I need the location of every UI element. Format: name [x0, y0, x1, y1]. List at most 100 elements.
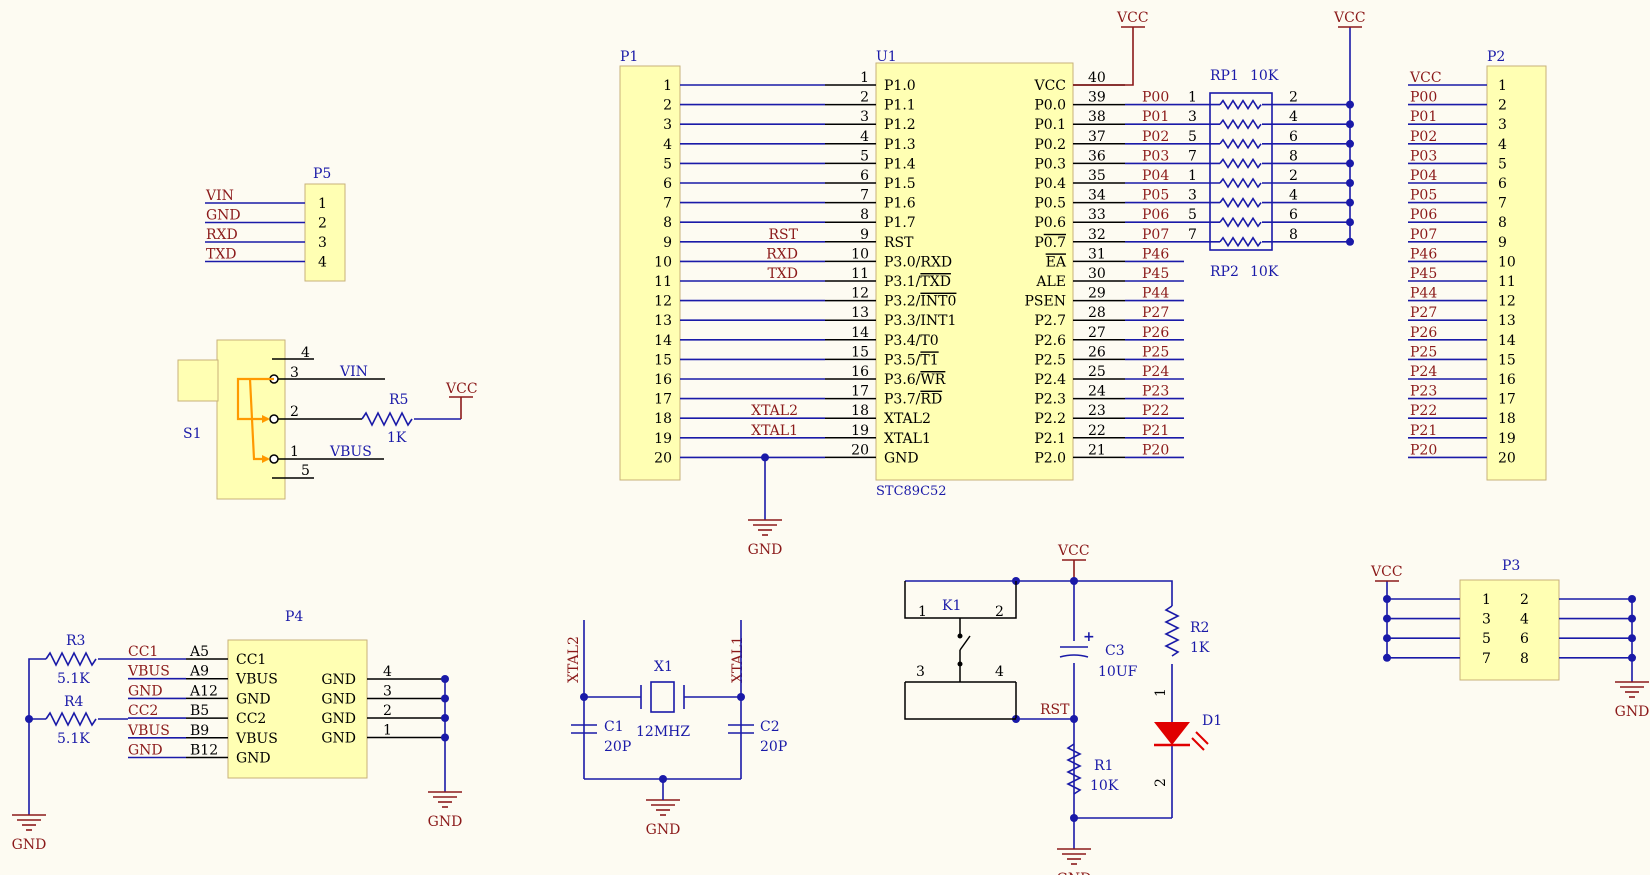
- c2-value: 20P: [760, 739, 787, 755]
- x1-crystal: [650, 681, 675, 713]
- rp2-value: 10K: [1250, 264, 1279, 280]
- p1-pin-number: 14: [654, 333, 672, 349]
- p4-pin-number: B5: [190, 703, 209, 719]
- arrow-icon: [262, 455, 270, 463]
- c3-plate-curved: [1059, 654, 1089, 658]
- vcc-label: VCC: [1333, 10, 1366, 26]
- p2-pin-number: 13: [1498, 313, 1516, 329]
- rp-pin-number: 7: [1188, 227, 1197, 243]
- vcc-label: VCC: [1370, 564, 1403, 580]
- u1-pin-number: 17: [851, 384, 869, 400]
- k1-lever: [959, 635, 971, 651]
- u1-net-label: P20: [1142, 442, 1169, 458]
- p2-pin-number: 5: [1498, 156, 1507, 172]
- d1-pin: 2: [1153, 778, 1169, 787]
- u1-pin-number: 38: [1088, 109, 1106, 125]
- k1-pin: 3: [916, 664, 925, 680]
- r4-resistor: [45, 711, 97, 727]
- gnd-label: GND: [646, 822, 681, 838]
- p1-net-label: RXD: [766, 246, 798, 262]
- u1-pin-name-overline: T1: [920, 352, 938, 368]
- u1-pin-name: P2.7: [1034, 313, 1066, 329]
- s1-pin-num: 3: [290, 365, 299, 381]
- u1-pin-number: 5: [860, 148, 869, 164]
- rp-resistor: [1219, 216, 1262, 228]
- u1-pin-number: 32: [1088, 227, 1106, 243]
- s1-pin-num: 5: [301, 463, 310, 479]
- u1-pin-number: 29: [1088, 286, 1106, 302]
- rp-pin-number: 5: [1188, 207, 1197, 223]
- u1-pin-name: P0.4: [1034, 176, 1066, 192]
- p5-net-label: VIN: [205, 188, 234, 204]
- u1-net-label: P02: [1142, 129, 1169, 145]
- u1-pin-name: P2.1: [1034, 431, 1066, 447]
- u1-pin-number: 19: [851, 423, 869, 439]
- u1-pin-number: 26: [1088, 344, 1106, 360]
- s1-contact: [269, 414, 279, 424]
- u1-pin-name: XTAL1: [884, 431, 931, 447]
- u1-pin-name: P0.1: [1034, 117, 1066, 133]
- u1-net-label: P05: [1142, 188, 1169, 204]
- u1-pin-name: P1.2: [884, 117, 916, 133]
- p4-pin-name: GND: [236, 751, 271, 767]
- p3-pin-number: 6: [1520, 631, 1529, 647]
- u1-pin-number: 37: [1088, 129, 1106, 145]
- p1-net-label: XTAL2: [751, 403, 798, 419]
- p2-net-label: P24: [1410, 364, 1437, 380]
- u1-part: STC89C52: [876, 484, 947, 499]
- u1-pin-name: P3.5/T1: [884, 352, 939, 368]
- p3-pin-number: 7: [1482, 651, 1491, 667]
- power-switch-s1: S1 4 3 VIN 2 1 VBUS 5 R5 1K VCC: [177, 339, 478, 500]
- u1-pin-name: P3.3/INT1: [884, 313, 956, 329]
- p4-pin-name: VBUS: [235, 731, 278, 747]
- u1-pin-number: 11: [851, 266, 869, 282]
- u1-net-label: P26: [1142, 325, 1169, 341]
- p2-net-label: P20: [1410, 442, 1437, 458]
- p2-net-label: P03: [1410, 148, 1437, 164]
- p2-net-label: P45: [1410, 266, 1437, 282]
- rp-pin-number: 5: [1188, 129, 1197, 145]
- rp-resistor: [1219, 157, 1262, 169]
- rp-pin-number: 3: [1188, 188, 1197, 204]
- u1-body: [875, 62, 1074, 481]
- r2-value: 1K: [1190, 640, 1210, 656]
- rp-body: [1209, 92, 1273, 251]
- p4-pin-number: 2: [383, 703, 392, 719]
- rp1-ref: RP1: [1210, 68, 1239, 84]
- p4-net-label: VBUS: [127, 664, 170, 680]
- u1-pin-number: 13: [851, 305, 869, 321]
- vbus-label: VBUS: [329, 444, 372, 460]
- rp-pin-number: 4: [1289, 188, 1298, 204]
- u1-pin-number: 22: [1088, 423, 1106, 439]
- u1-pin-number: 36: [1088, 148, 1106, 164]
- u1-pin-name: P0.5: [1034, 196, 1066, 212]
- u1-net-label: P44: [1142, 286, 1169, 302]
- rp2-ref: RP2: [1210, 264, 1239, 280]
- p1-pin-number: 2: [663, 98, 672, 114]
- u1-pin-name: P3.4/T0: [884, 333, 939, 349]
- gnd-label: GND: [1057, 871, 1092, 875]
- connector-p1: P1 1234567891011121314151617181920RSTRXD…: [619, 49, 825, 520]
- u1-pin-name: P1.7: [884, 215, 916, 231]
- r3-resistor: [45, 651, 97, 667]
- p2-body: [1486, 65, 1547, 481]
- u1-pin-name: P3.7/RD: [884, 392, 942, 408]
- r4-ref: R4: [64, 694, 84, 710]
- led-icon: [1154, 722, 1190, 745]
- p4-net-label: CC2: [128, 703, 158, 719]
- gnd-label: GND: [428, 814, 463, 830]
- rp-resistor: [1219, 177, 1262, 189]
- u1-net-label: P25: [1142, 344, 1169, 360]
- s1-actuator: [177, 359, 219, 402]
- p4-pin-name: GND: [321, 692, 356, 708]
- u1-pin-number: 27: [1088, 325, 1106, 341]
- p2-net-label: VCC: [1409, 70, 1442, 86]
- p2-pin-number: 16: [1498, 372, 1516, 388]
- p2-net-label: P46: [1410, 246, 1437, 262]
- u1-pin-name-overline: RD: [920, 392, 942, 408]
- u1-net-label: P22: [1142, 403, 1169, 419]
